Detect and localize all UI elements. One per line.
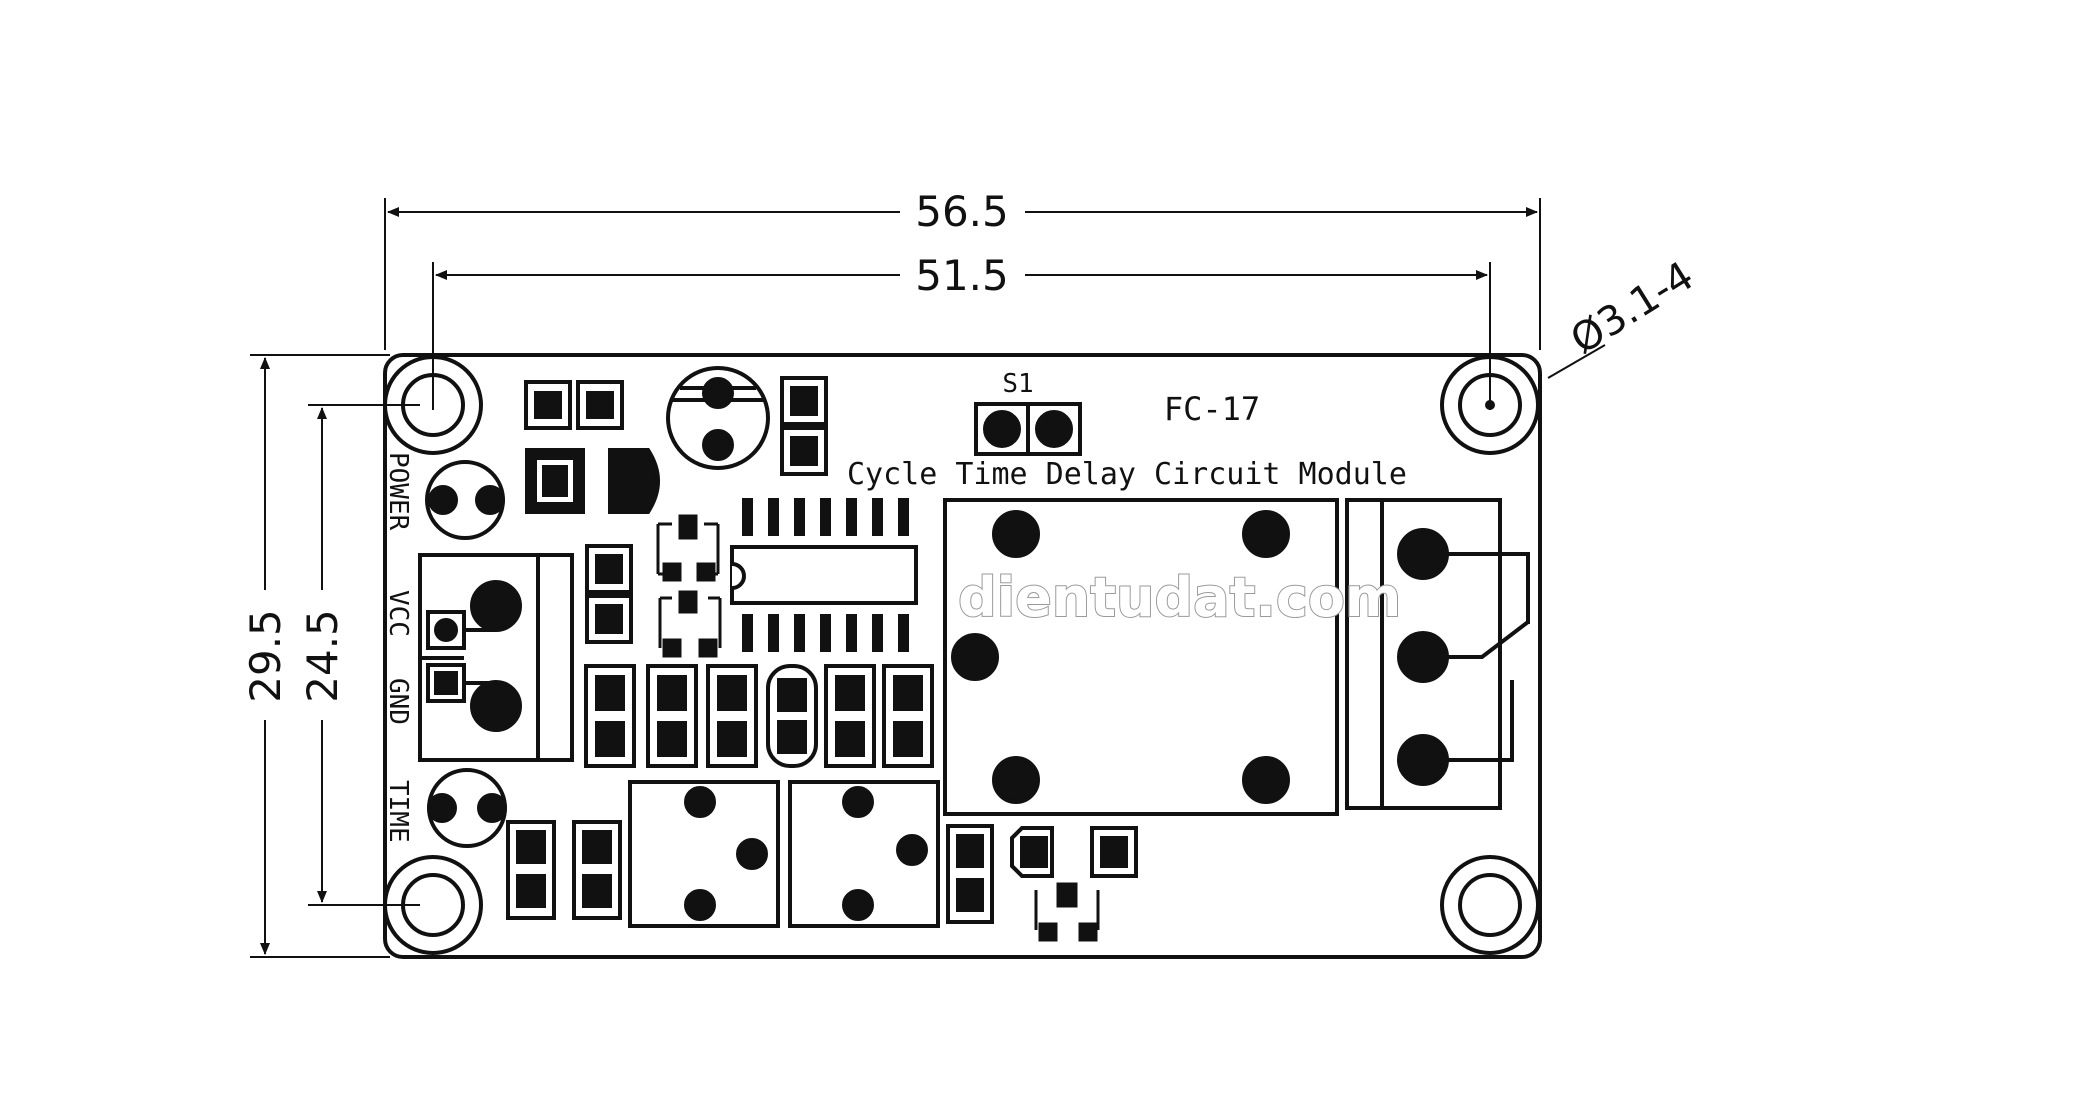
power-led — [425, 460, 505, 540]
sot23-upper — [656, 514, 720, 582]
sot23-lower — [658, 590, 722, 658]
gnd-label: GND — [383, 678, 413, 725]
hole-diameter-label: Ø3.1-4 — [1563, 253, 1702, 364]
smd-pads-vertical — [780, 376, 828, 476]
smd-pads-top — [524, 380, 624, 430]
smd-pads-mid-left — [585, 544, 633, 644]
relay — [943, 498, 1339, 816]
mounting-hole-bottom-left — [383, 855, 483, 955]
smd-pads-bottom-left — [506, 820, 622, 920]
watermark: dientudat.com — [958, 566, 1401, 629]
smd-pad-row — [584, 664, 934, 768]
hole-spacing-height-label: 24.5 — [298, 609, 347, 703]
power-label: POWER — [383, 452, 413, 531]
mounting-hole-top-left — [383, 355, 483, 455]
sot23-bottom — [1034, 882, 1100, 942]
module-title: Cycle Time Delay Circuit Module — [847, 457, 1407, 492]
time-label: TIME — [383, 780, 413, 843]
transistor — [666, 366, 770, 470]
switch-label: S1 — [1002, 369, 1033, 399]
mounting-holes — [383, 355, 1540, 955]
power-terminal — [418, 553, 574, 762]
model-label: FC-17 — [1164, 390, 1260, 428]
s1-jumper[interactable] — [974, 402, 1082, 456]
vcc-label: VCC — [383, 590, 413, 637]
overall-width-label: 56.5 — [915, 187, 1009, 236]
mounting-hole-top-right — [1440, 355, 1540, 455]
timer-ic — [730, 498, 918, 652]
overall-height-label: 29.5 — [241, 609, 290, 703]
time-potentiometer[interactable] — [427, 768, 507, 848]
tactile-button-right[interactable] — [788, 780, 940, 928]
output-terminal — [1345, 498, 1530, 810]
tactile-button-left[interactable] — [628, 780, 780, 928]
hole-spacing-width-label: 51.5 — [915, 251, 1009, 300]
pcb-board — [383, 353, 1542, 959]
smd-diode — [525, 448, 660, 514]
smd-pads-bottom-mid — [946, 824, 1138, 924]
mounting-hole-bottom-right — [1440, 855, 1540, 955]
dimension-lines — [250, 198, 1606, 958]
